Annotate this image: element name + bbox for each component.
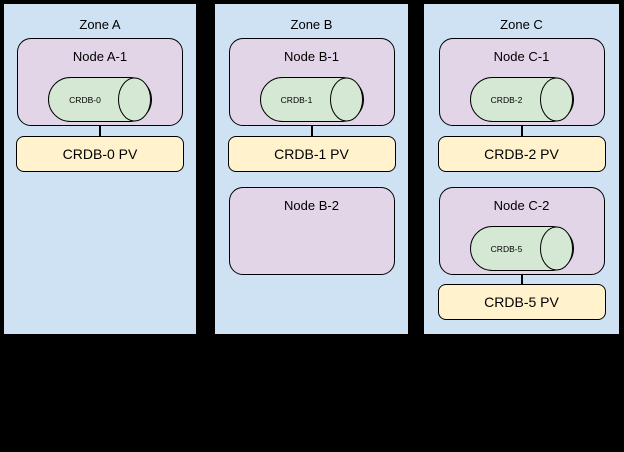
zone-c: Zone C Node C-1 CRDB-2 CRDB-2 PV Node C-… <box>422 2 621 336</box>
crdb-1-pv-label: CRDB-1 PV <box>274 146 349 162</box>
node-b1-label: Node B-1 <box>284 49 339 64</box>
zone-c-title: Zone C <box>500 17 543 32</box>
connector-line <box>310 125 313 137</box>
node-c1: Node C-1 CRDB-2 <box>438 38 605 126</box>
crdb-1-label: CRDB-1 <box>280 94 313 105</box>
zone-b: Zone B Node B-1 CRDB-1 CRDB-1 PV Node B-… <box>213 2 410 336</box>
node-c1-label: Node C-1 <box>493 49 550 64</box>
crdb-5-pv: CRDB-5 PV <box>437 284 606 320</box>
database-cylinder-icon <box>469 77 574 122</box>
node-c2-label: Node C-2 <box>493 198 550 213</box>
crdb-5-pv-label: CRDB-5 PV <box>484 294 559 310</box>
node-a1: Node A-1 CRDB-0 <box>17 38 183 126</box>
crdb-0-pv: CRDB-0 PV <box>16 136 184 172</box>
crdb-0-pv-label: CRDB-0 PV <box>62 146 138 162</box>
crdb-1-pv: CRDB-1 PV <box>227 136 396 172</box>
crdb-0-cylinder: CRDB-0 <box>48 77 152 122</box>
crdb-2-pv: CRDB-2 PV <box>437 136 606 172</box>
zone-a: Zone A Node A-1 CRDB-0 CRDB-0 PV <box>2 2 198 336</box>
database-cylinder-icon <box>48 77 152 122</box>
crdb-0-label: CRDB-0 <box>69 94 101 105</box>
crdb-1-cylinder: CRDB-1 <box>259 77 364 122</box>
connector-line <box>99 125 101 137</box>
node-a1-label: Node A-1 <box>72 49 128 64</box>
crdb-5-label: CRDB-5 <box>490 243 523 254</box>
connector-line <box>520 125 523 137</box>
node-b2: Node B-2 <box>228 187 395 275</box>
node-b1: Node B-1 CRDB-1 <box>228 38 395 126</box>
node-b2-label: Node B-2 <box>284 198 339 213</box>
node-c2: Node C-2 CRDB-5 <box>438 187 605 275</box>
zone-a-title: Zone A <box>79 17 121 32</box>
database-cylinder-icon <box>259 77 364 122</box>
crdb-2-label: CRDB-2 <box>490 94 523 105</box>
connector-line <box>520 274 523 285</box>
crdb-2-pv-label: CRDB-2 PV <box>484 146 559 162</box>
database-cylinder-icon <box>469 226 574 271</box>
crdb-2-cylinder: CRDB-2 <box>469 77 574 122</box>
crdb-5-cylinder: CRDB-5 <box>469 226 574 271</box>
zone-b-title: Zone B <box>290 17 333 32</box>
